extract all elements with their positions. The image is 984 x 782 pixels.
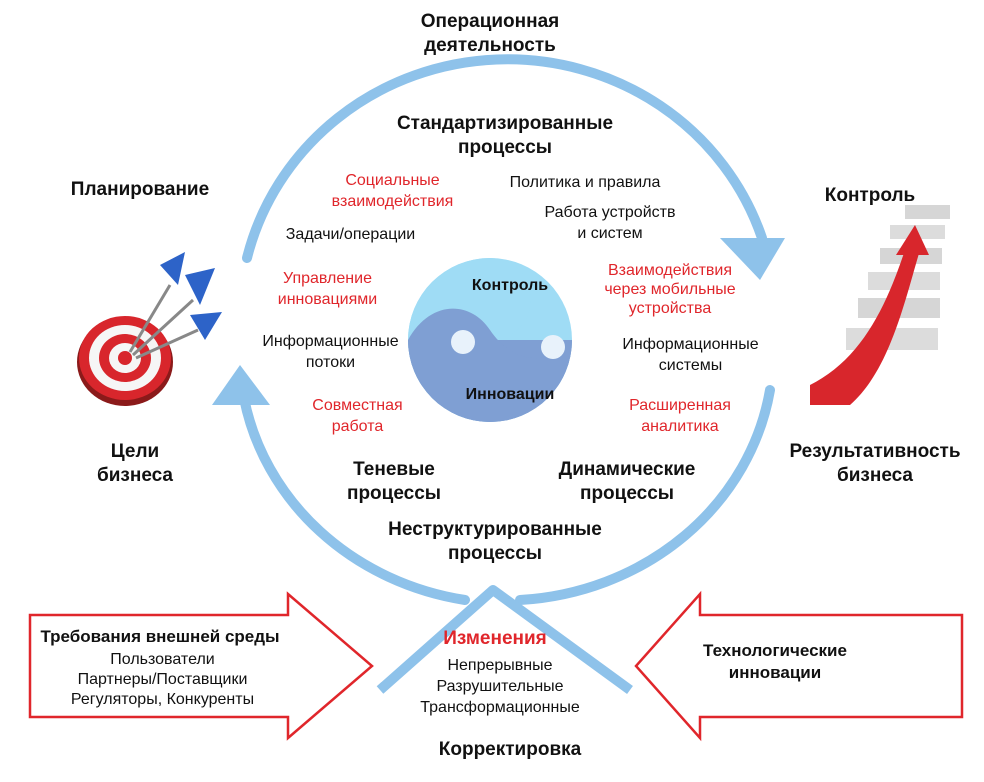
yinyang-innovation-label: Инновации xyxy=(465,386,555,403)
dynamic-processes-line2: процессы xyxy=(579,483,675,504)
mobile-interactions-line2: через мобильные xyxy=(604,281,736,298)
tech-innovations-label: Технологические инновации xyxy=(690,640,860,684)
information-flows: Информационные потоки xyxy=(248,331,413,373)
standardized-processes: Стандартизированные процессы xyxy=(390,112,620,160)
external-demands-list: Пользователи Партнеры/Поставщики Регулят… xyxy=(40,650,285,710)
external-demands-title: Требования внешней среды xyxy=(40,627,280,646)
advanced-analytics: Расширенная аналитика xyxy=(610,395,750,437)
business-result-label: Результативность бизнеса xyxy=(785,440,965,488)
change-triangle xyxy=(376,585,633,695)
external-demands-line1: Пользователи xyxy=(110,651,215,668)
information-systems: Информационные системы xyxy=(608,334,773,376)
collaboration: Совместная работа xyxy=(295,395,420,437)
mobile-interactions-line1: Взаимодействия xyxy=(608,262,732,279)
cycle-arrowhead-right xyxy=(720,238,785,280)
unstructured-processes-line2: процессы xyxy=(447,543,543,564)
yinyang-control-label: Контроль xyxy=(471,277,549,294)
changes-line3: Трансформационные xyxy=(420,699,580,716)
control-label: Контроль xyxy=(824,185,916,206)
external-demands-line2: Партнеры/Поставщики xyxy=(77,671,248,688)
business-result-line2: бизнеса xyxy=(836,465,914,486)
social-interactions-line1: Социальные xyxy=(345,172,440,189)
information-flows-line2: потоки xyxy=(305,354,356,371)
advanced-analytics-line2: аналитика xyxy=(641,418,719,435)
cycle-arrowhead-left xyxy=(212,365,270,405)
policy-rules: Политика и правила xyxy=(509,174,661,191)
mobile-interactions: Взаимодействия через мобильные устройств… xyxy=(585,261,755,318)
target-icon xyxy=(77,252,222,406)
business-goals-label: Цели бизнеса xyxy=(80,440,190,488)
operations-title: Операционная деятельность xyxy=(390,10,590,58)
changes-title: Изменения xyxy=(443,628,547,649)
external-demands-arrow xyxy=(28,591,374,741)
innovation-management-line1: Управление xyxy=(283,270,372,287)
cycle-arc-bottom-right xyxy=(515,385,775,605)
changes-line2: Разрушительные xyxy=(436,678,564,695)
advanced-analytics-line1: Расширенная xyxy=(629,397,731,414)
business-goals-line2: бизнеса xyxy=(96,465,174,486)
shadow-processes-line1: Теневые xyxy=(353,459,435,480)
devices-systems-line1: Работа устройств xyxy=(544,204,676,221)
social-interactions: Социальные взаимодействия xyxy=(315,170,470,212)
dynamic-processes: Динамические процессы xyxy=(548,458,706,506)
tech-innovations-arrow xyxy=(634,590,964,742)
shadow-processes-line2: процессы xyxy=(346,483,442,504)
mobile-interactions-line3: устройства xyxy=(628,300,712,317)
innovation-management: Управление инновациями xyxy=(265,268,390,310)
business-goals-line1: Цели xyxy=(110,441,160,462)
unstructured-processes-line1: Неструктурированные xyxy=(388,519,602,540)
operations-title-line1: Операционная xyxy=(420,11,560,32)
dynamic-processes-line1: Динамические xyxy=(558,459,696,480)
tech-innovations-line1: Технологические xyxy=(703,641,847,660)
standardized-processes-line1: Стандартизированные xyxy=(396,113,614,134)
cycle-arc-bottom-left xyxy=(239,393,470,605)
yin-yang-symbol xyxy=(408,258,572,422)
changes-line1: Непрерывные xyxy=(447,657,553,674)
innovation-management-line2: инновациями xyxy=(277,291,378,308)
information-systems-line1: Информационные xyxy=(622,336,759,353)
operations-title-line2: деятельность xyxy=(424,35,556,56)
standardized-processes-line2: процессы xyxy=(457,137,553,158)
collaboration-line2: работа xyxy=(331,418,384,435)
devices-systems-line2: и систем xyxy=(577,225,643,242)
stairs-icon xyxy=(810,205,950,405)
tech-innovations-line2: инновации xyxy=(728,663,822,682)
collaboration-line1: Совместная xyxy=(312,397,403,414)
cycle-arc-top xyxy=(242,54,767,263)
devices-systems: Работа устройств и систем xyxy=(525,202,695,244)
social-interactions-line2: взаимодействия xyxy=(331,193,454,210)
shadow-processes: Теневые процессы xyxy=(338,458,450,506)
unstructured-processes: Неструктурированные процессы xyxy=(375,518,615,566)
business-result-line1: Результативность xyxy=(789,441,961,462)
adjustment-label: Корректировка xyxy=(438,739,582,760)
information-systems-line2: системы xyxy=(658,357,723,374)
changes-list: Непрерывные Разрушительные Трансформацио… xyxy=(410,655,590,718)
planning-label: Планирование xyxy=(70,179,210,200)
external-demands-line3: Регуляторы, Конкуренты xyxy=(70,691,255,708)
tasks-operations: Задачи/операции xyxy=(285,226,416,243)
information-flows-line1: Информационные xyxy=(262,333,399,350)
